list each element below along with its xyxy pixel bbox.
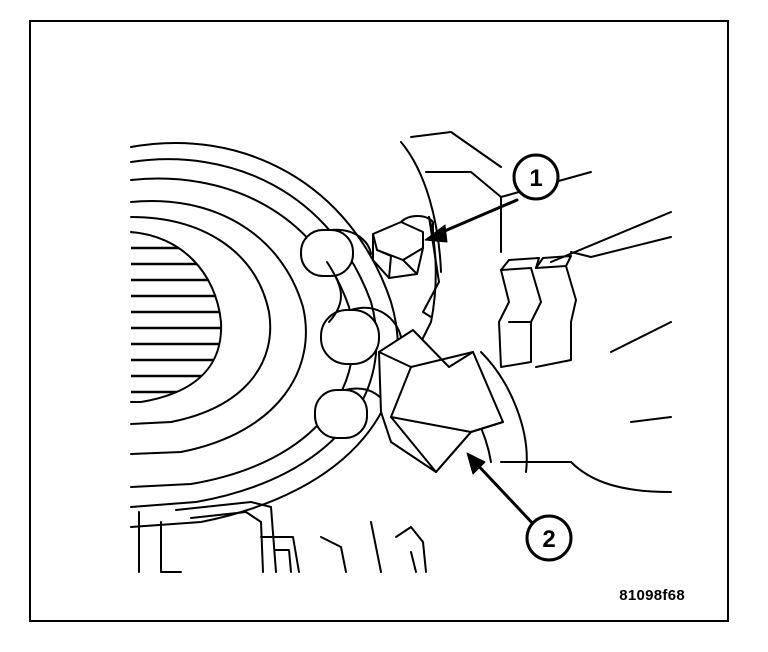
arrowhead-2 bbox=[466, 452, 486, 475]
housing-arcs bbox=[130, 142, 399, 528]
base-housing bbox=[138, 501, 427, 573]
callout-2: 2 bbox=[525, 514, 573, 562]
callout-2-label: 2 bbox=[542, 526, 555, 553]
illustration-frame: 1 2 81098f68 bbox=[29, 20, 729, 622]
speed-sensor bbox=[378, 329, 504, 473]
callout-1: 1 bbox=[512, 153, 560, 201]
technical-illustration: 1 2 bbox=[130, 131, 672, 573]
figure-id: 81098f68 bbox=[619, 587, 685, 604]
bolt bbox=[372, 215, 434, 279]
leader-lines bbox=[431, 198, 538, 529]
arrowhead-1 bbox=[424, 224, 448, 243]
callout-1-label: 1 bbox=[529, 165, 542, 192]
connector-clip bbox=[498, 255, 577, 368]
tone-ring-cylinders bbox=[300, 228, 402, 439]
splined-hub bbox=[130, 231, 223, 403]
